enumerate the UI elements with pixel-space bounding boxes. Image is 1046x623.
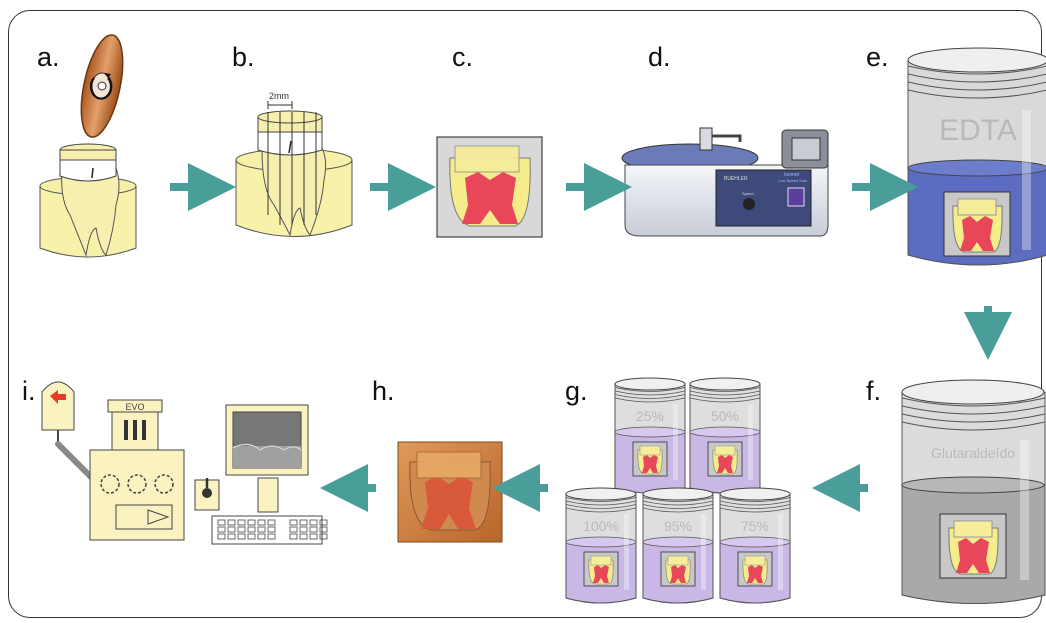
ethanol-concentration-label: 25% [636, 408, 664, 424]
figure-frame [8, 10, 1042, 618]
keyboard-key [227, 526, 236, 533]
keyboard-key [267, 519, 276, 526]
step-label-h: h. [372, 376, 395, 406]
diamond-disc-icon [80, 34, 124, 138]
ethanol-jar-2: 50% [689, 377, 761, 494]
keyboard-key [237, 533, 246, 540]
keyboard-key [289, 519, 298, 526]
ethanol-concentration-label: 50% [711, 408, 739, 424]
step-b-sectioned-tooth: 2mm [235, 91, 353, 237]
edta-label: EDTA [939, 114, 1017, 147]
step-label-b: b. [232, 42, 255, 72]
keyboard-key [247, 526, 256, 533]
keyboard-key [237, 519, 246, 526]
step-label-e: e. [866, 42, 889, 72]
keyboard-key [257, 526, 266, 533]
ethanol-jar-3: 100% [565, 487, 637, 604]
keyboard-key [289, 526, 298, 533]
keyboard-key [289, 533, 298, 540]
step-label-f: f. [866, 376, 882, 406]
step-i-sem: EVO [41, 381, 328, 545]
keyboard-key [217, 526, 226, 533]
knob-label: Speed [742, 191, 754, 196]
step-c-tooth-slice [436, 136, 543, 238]
ethanol-concentration-label: 75% [741, 518, 769, 534]
step-label-c: c. [452, 42, 474, 72]
keyboard-key [309, 519, 318, 526]
keyboard-key [319, 519, 328, 526]
step-e-edta-jar: EDTA [907, 47, 1046, 266]
brand-label: BUEHLER [724, 176, 748, 182]
keyboard-key [247, 519, 256, 526]
ethanol-concentration-label: 100% [583, 518, 619, 534]
step-a-embedded-tooth [39, 143, 137, 258]
keyboard-key [267, 526, 276, 533]
keyboard-key [217, 519, 226, 526]
keyboard-key [299, 533, 308, 540]
keyboard-key [309, 533, 318, 540]
keyboard-key [217, 533, 226, 540]
keyboard-key [299, 526, 308, 533]
model-label: Isomet [784, 172, 800, 178]
step-f-glutaraldehyde-jar: Glutaraldeído [901, 379, 1046, 604]
step-g-ethanol-series: 25% 50% 100% 95% 75% [565, 377, 791, 604]
glutaraldehyde-label: Glutaraldeído [931, 445, 1015, 461]
keyboard-key [257, 533, 266, 540]
keyboard-key [299, 519, 308, 526]
ethanol-concentration-label: 95% [664, 518, 692, 534]
step-d-isomet-saw: BUEHLER Isomet Low Speed Saw Speed [621, 127, 829, 237]
step-label-a: a. [37, 42, 60, 72]
step-h-dried-sample [397, 441, 503, 543]
ethanol-jar-1: 25% [614, 377, 686, 494]
keyboard-key [227, 519, 236, 526]
keyboard-key [319, 526, 328, 533]
evo-label: EVO [125, 402, 144, 412]
keyboard-key [247, 533, 256, 540]
step-label-i: i. [22, 376, 36, 406]
subtitle-label: Low Speed Saw [778, 178, 807, 183]
flow-arrows [170, 163, 1012, 512]
keyboard-key [227, 533, 236, 540]
step-label-g: g. [565, 376, 588, 406]
measure-label: 2mm [269, 91, 289, 101]
keyboard-key [319, 533, 328, 540]
step-label-d: d. [648, 42, 671, 72]
keyboard [217, 519, 328, 540]
keyboard-key [267, 533, 276, 540]
ethanol-jar-4: 95% [642, 487, 714, 604]
keyboard-key [237, 526, 246, 533]
keyboard-key [257, 519, 266, 526]
keyboard-key [309, 526, 318, 533]
ethanol-jar-5: 75% [719, 487, 791, 604]
